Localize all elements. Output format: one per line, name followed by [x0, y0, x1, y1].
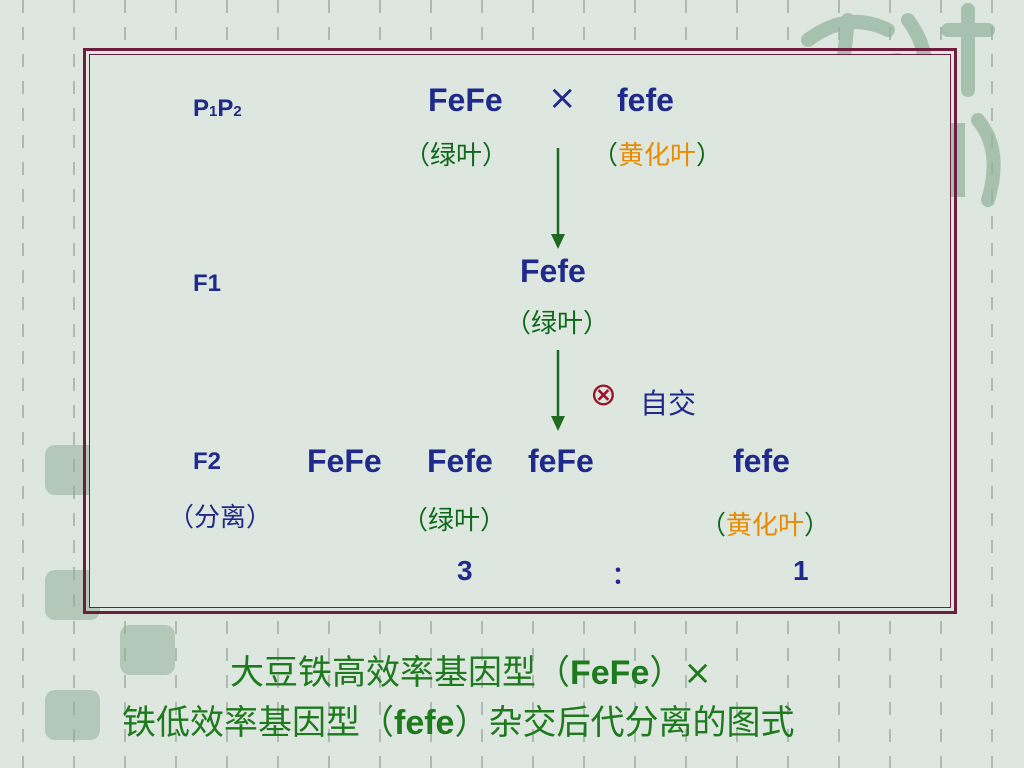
- seal-small-5: [120, 625, 175, 675]
- f1-genotype: Fefe: [520, 253, 586, 289]
- ratio-left: 3: [457, 555, 473, 586]
- down-arrow-icon: [551, 350, 565, 431]
- seal-small-6: [45, 690, 100, 740]
- diagram-frame-inner: [89, 54, 951, 608]
- f2-genotype-4: fefe: [733, 443, 790, 479]
- f2-genotype-2: Fefe: [427, 443, 493, 479]
- f2-yellow-phenotype: （黄化叶）: [700, 511, 831, 541]
- f2-genotype-3: feFe: [528, 443, 594, 479]
- caption-line-1: 大豆铁高效率基因型（FeFe）×: [230, 653, 712, 693]
- parent1-phenotype: （绿叶）: [404, 141, 509, 171]
- caption-line-2: 铁低效率基因型（fefe）杂交后代分离的图式: [122, 703, 795, 743]
- background-stripe: [22, 0, 24, 768]
- label-f1: F1: [193, 270, 222, 297]
- diagram-frame-outer: [83, 48, 957, 614]
- parent2-genotype: fefe: [617, 82, 674, 118]
- self-cross-label: 自交: [640, 387, 697, 420]
- label-p1p2: P1P2: [193, 95, 242, 122]
- f2-green-phenotype: （绿叶）: [402, 506, 507, 536]
- ratio-right: 1: [793, 555, 809, 586]
- label-f2: F2: [193, 448, 222, 475]
- f2-genotype-1: FeFe: [307, 443, 382, 479]
- parent2-phenotype: （黄化叶）: [592, 141, 723, 171]
- background-stripe: [73, 0, 75, 768]
- background-stripe: [991, 0, 993, 768]
- parent1-genotype: FeFe: [428, 82, 503, 118]
- self-cross-icon: ⊗: [590, 375, 617, 413]
- cross-symbol: ×: [548, 78, 577, 118]
- down-arrow-icon: [551, 148, 565, 249]
- label-f2-segregation: （分离）: [168, 503, 273, 533]
- ratio-colon: ：: [612, 562, 636, 589]
- f1-phenotype: （绿叶）: [505, 309, 610, 339]
